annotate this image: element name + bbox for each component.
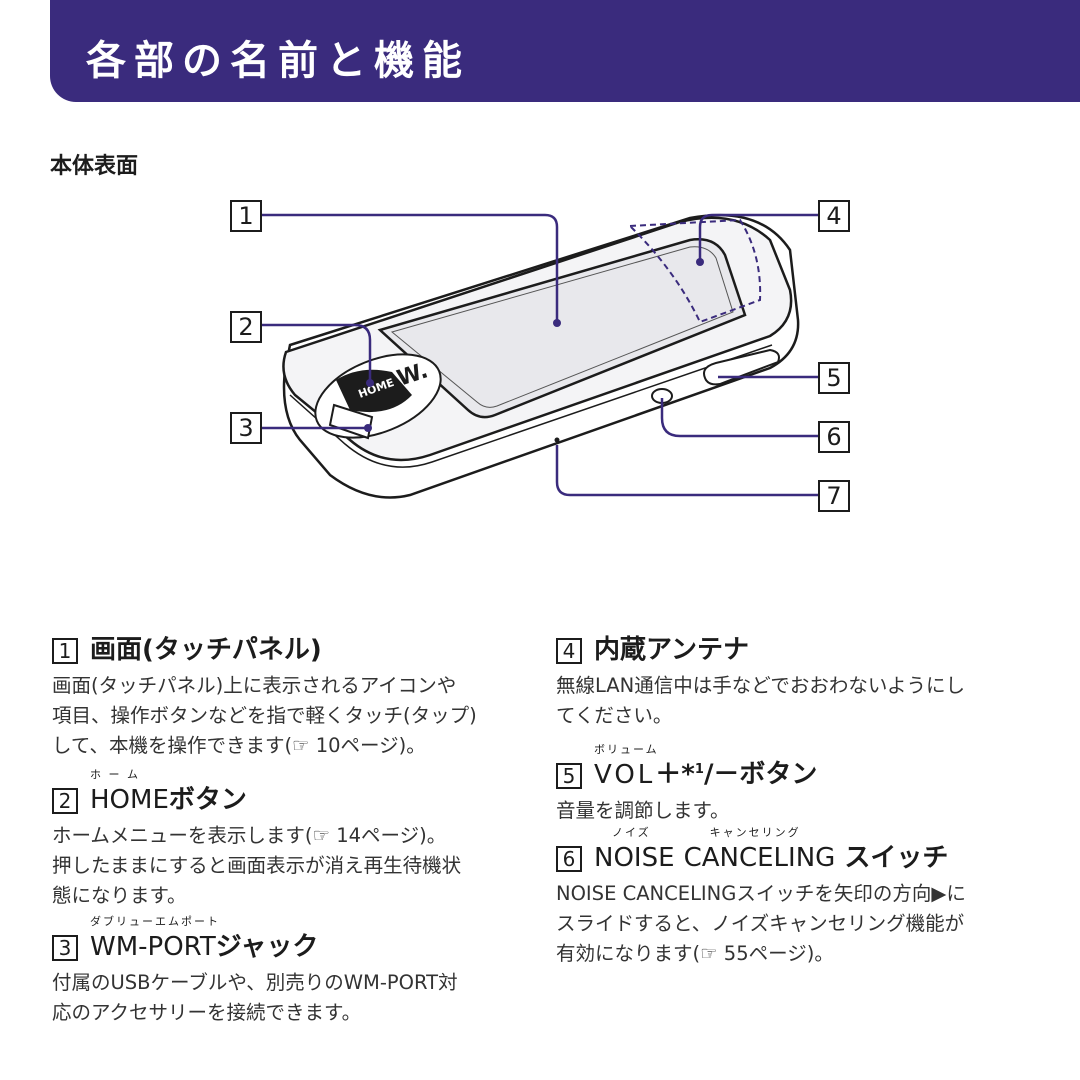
item-description: ホームメニューを表示します(☞ 14ページ)。 押したままにすると画面表示が消え…: [52, 824, 462, 907]
item-ruby: キャンセリング: [709, 826, 801, 839]
page-header: 各部の名前と機能: [50, 0, 1080, 102]
item-description: 付属のUSBケーブルや、別売りのWM-PORT対 応のアクセサリーを接続できます…: [52, 971, 458, 1024]
item-number: 3: [52, 935, 78, 961]
page-title: 各部の名前と機能: [86, 38, 470, 84]
item-number: 1: [52, 638, 78, 664]
item-description: 画面(タッチパネル)上に表示されるアイコンや 項目、操作ボタンなどを指で軽くタッ…: [52, 674, 477, 757]
item-screen: 1 画面(タッチパネル) 画面(タッチパネル)上に表示されるアイコンや 項目、操…: [52, 633, 522, 761]
item-title: 画面(タッチパネル): [90, 635, 322, 665]
item-number: 5: [556, 762, 582, 789]
item-ruby: ノイズ: [612, 826, 651, 839]
item-ruby: ダブリューエムポート: [90, 915, 220, 928]
item-description: 無線LAN通信中は手などでおおわないようにし てください。: [556, 674, 965, 727]
callout-6: 6: [818, 421, 850, 453]
item-description: 音量を調節します。: [556, 798, 730, 822]
item-number: 6: [556, 846, 582, 872]
item-antenna: 4 内蔵アンテナ 無線LAN通信中は手などでおおわないようにし てください。: [556, 633, 1026, 731]
item-ruby: ボリューム: [594, 742, 659, 756]
item-number: 4: [556, 638, 582, 664]
item-number: 2: [52, 788, 78, 814]
callout-7: 7: [818, 480, 850, 512]
callout-3: 3: [230, 412, 262, 444]
callout-2: 2: [230, 311, 262, 343]
device-diagram: HOME W.: [262, 213, 818, 499]
item-ruby: ホ ー ム: [90, 768, 140, 781]
section-label: 本体表面: [50, 154, 139, 179]
callout-4: 4: [818, 200, 850, 232]
item-description: NOISE CANCELINGスイッチを矢印の方向▶に スライドすると、ノイズキ…: [556, 882, 966, 965]
callout-1: 1: [230, 200, 262, 232]
item-title: 内蔵アンテナ: [594, 635, 749, 665]
callout-5: 5: [818, 362, 850, 394]
